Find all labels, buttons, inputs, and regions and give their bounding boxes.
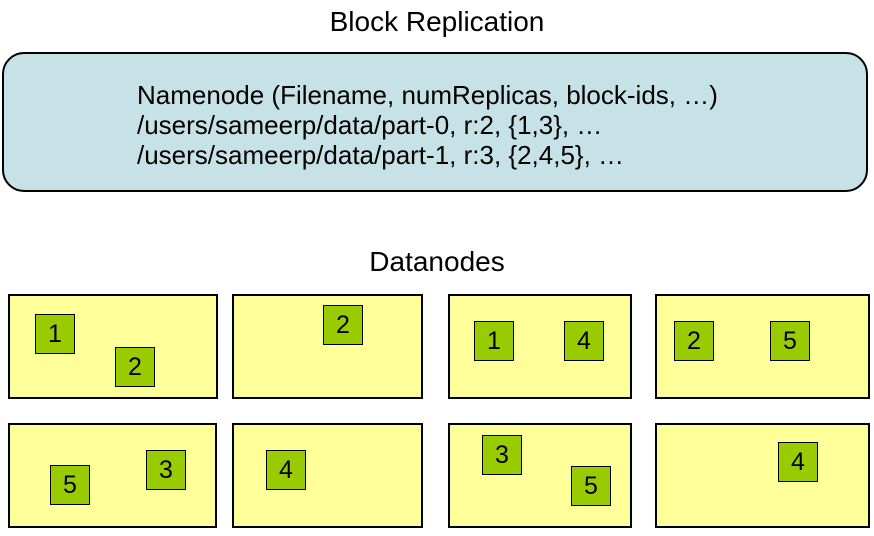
datanode-2: 2 xyxy=(232,294,423,399)
datanode-8: 4 xyxy=(655,423,870,528)
block-2: 2 xyxy=(674,321,714,361)
block-1: 1 xyxy=(35,314,75,354)
datanodes-label: Datanodes xyxy=(369,246,505,277)
datanode-6: 4 xyxy=(232,423,423,528)
block-2: 2 xyxy=(323,305,363,345)
block-4: 4 xyxy=(564,321,604,361)
block-3: 3 xyxy=(482,435,522,475)
namenode-text: Namenode (Filename, numReplicas, block-i… xyxy=(137,80,718,170)
block-5: 5 xyxy=(50,465,90,505)
namenode-box: Namenode (Filename, numReplicas, block-i… xyxy=(2,52,868,192)
namenode-file-entry-part0: /users/sameerp/data/part-0, r:2, {1,3}, … xyxy=(137,110,603,140)
namenode-header-line: Namenode (Filename, numReplicas, block-i… xyxy=(137,80,718,110)
block-5: 5 xyxy=(571,466,611,506)
block-3: 3 xyxy=(146,450,186,490)
block-1: 1 xyxy=(474,321,514,361)
block-2: 2 xyxy=(115,347,155,387)
block-4: 4 xyxy=(778,442,818,482)
diagram-title: Block Replication xyxy=(329,6,545,37)
namenode-file-entry-part1: /users/sameerp/data/part-1, r:3, {2,4,5}… xyxy=(137,140,625,170)
block-5: 5 xyxy=(770,321,810,361)
block-4: 4 xyxy=(266,450,306,490)
